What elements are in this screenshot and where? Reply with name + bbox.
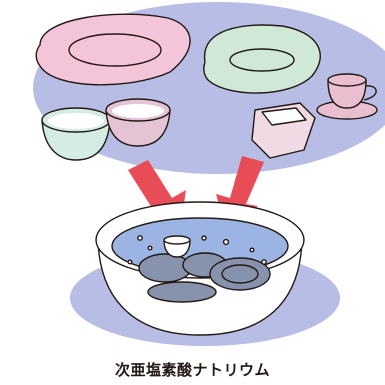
mint-bowl [41,107,111,161]
caption-label: 次亜塩素酸ナトリウム [114,361,270,379]
mint-plate [203,24,321,94]
pink-teacup [316,73,378,120]
mauve-bowl [105,98,171,147]
pink-plate [35,13,191,86]
submerged-dishes [138,235,271,303]
bubbles [127,235,267,265]
square-dish [251,102,316,159]
